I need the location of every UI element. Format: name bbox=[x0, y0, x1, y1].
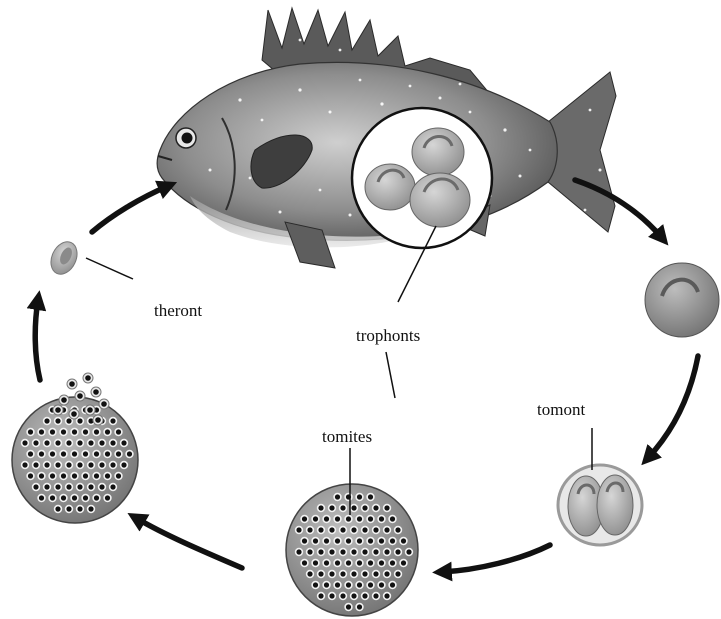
tomites-cyst bbox=[286, 484, 418, 616]
rupturing-cyst bbox=[12, 373, 138, 523]
theront-cell bbox=[46, 238, 82, 279]
leader-lines bbox=[86, 226, 592, 515]
label-tomites: tomites bbox=[322, 428, 372, 445]
tomont-cyst bbox=[558, 465, 642, 545]
trophont-inset bbox=[352, 108, 492, 248]
trophont-cell bbox=[412, 128, 464, 176]
trophont-cell bbox=[410, 173, 470, 227]
trophont-cell bbox=[365, 164, 415, 210]
tail-fin bbox=[548, 72, 616, 232]
detached-trophont bbox=[645, 263, 719, 337]
label-tomont: tomont bbox=[537, 401, 585, 418]
label-trophonts: trophonts bbox=[356, 327, 420, 344]
label-theront: theront bbox=[154, 302, 202, 319]
